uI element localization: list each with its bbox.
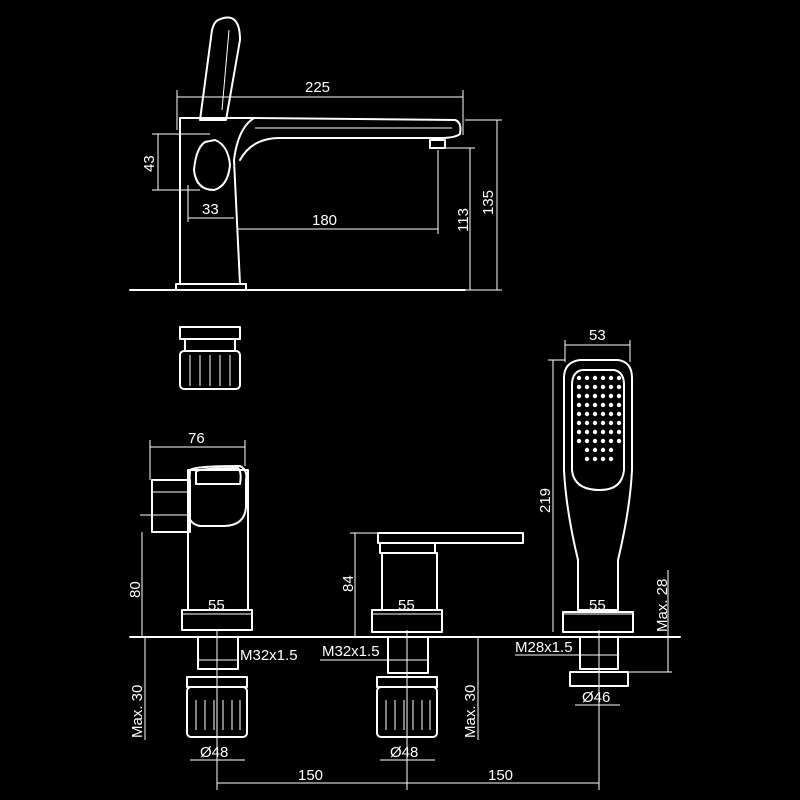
thread-mixer: M32x1.5 — [240, 647, 298, 664]
nozzle-dot — [576, 402, 582, 408]
nozzle-dot — [600, 375, 606, 381]
dim-nut-middle: Ø48 — [390, 744, 418, 761]
spout-front — [371, 532, 524, 738]
dim-height-spout: 113 — [455, 208, 472, 232]
thread-mixer-body — [197, 636, 239, 670]
nozzle-dot — [616, 411, 622, 417]
nozzle-dot — [576, 411, 582, 417]
dim-spout-height: 84 — [340, 575, 357, 592]
nozzle-dot — [616, 393, 622, 399]
nozzle-dot — [592, 429, 598, 435]
dim-height-total: 135 — [480, 190, 497, 215]
dim-base-mixer: 55 — [208, 597, 225, 614]
nozzle-dot — [600, 384, 606, 390]
dim-shower-length: 219 — [537, 488, 554, 513]
nozzle-dot — [584, 456, 590, 462]
nozzle-dot — [592, 402, 598, 408]
mixer-front — [140, 465, 253, 738]
nozzle-dot — [600, 393, 606, 399]
hand-shower-side — [199, 16, 241, 121]
side-view: 225 135 113 180 33 43 — [129, 16, 502, 390]
connector-side — [179, 326, 241, 340]
aerator-side — [429, 139, 446, 149]
nozzle-dot — [608, 375, 614, 381]
nozzle-dot — [592, 384, 598, 390]
dim-nut-right: Ø46 — [582, 689, 610, 706]
nozzle-dot — [592, 411, 598, 417]
nozzle-dot — [576, 393, 582, 399]
nozzle-dot — [608, 438, 614, 444]
nozzle-dot — [616, 384, 622, 390]
nozzle-dot — [576, 375, 582, 381]
shower-holder-front — [151, 479, 191, 533]
handle-knob-side — [193, 139, 231, 191]
nozzle-dot — [600, 402, 606, 408]
dim-spacing-right: 150 — [488, 767, 513, 784]
nozzle-dot — [584, 402, 590, 408]
nozzle-dot — [600, 438, 606, 444]
handle-front — [187, 465, 248, 527]
dim-max-middle: Max. 30 — [462, 685, 479, 738]
spout-side — [239, 117, 462, 161]
nut-side — [179, 350, 241, 390]
nozzle-dot — [584, 384, 590, 390]
thread-shower: M28x1.5 — [515, 639, 573, 656]
nozzle-dot — [608, 456, 614, 462]
front-views: 76 80 84 53 219 55 55 55 M32x1.5 M32x1.5… — [127, 327, 681, 790]
nozzle-dot — [600, 429, 606, 435]
dim-max-left: Max. 30 — [129, 685, 146, 738]
nozzle-dot — [576, 438, 582, 444]
dim-handle-offset: 33 — [202, 201, 219, 218]
nozzle-dot — [600, 456, 606, 462]
dim-mixer-height: 80 — [127, 581, 144, 598]
nozzle-dot — [576, 429, 582, 435]
nozzle-dot — [616, 420, 622, 426]
shower-face — [571, 369, 625, 491]
nozzle-dot — [608, 420, 614, 426]
nozzle-dot — [616, 375, 622, 381]
nozzle-dot — [576, 384, 582, 390]
nozzle-dot — [608, 402, 614, 408]
nozzle-dot — [584, 375, 590, 381]
dim-spout-reach: 180 — [312, 212, 337, 229]
thread-spout: M32x1.5 — [322, 643, 380, 660]
nozzle-dot — [608, 384, 614, 390]
dim-spacing-left: 150 — [298, 767, 323, 784]
dim-overall-length: 225 — [305, 79, 330, 96]
nozzle-dot — [608, 447, 614, 453]
nozzle-dot — [600, 420, 606, 426]
mixer-base-side — [175, 283, 247, 291]
nozzle-dot — [608, 393, 614, 399]
dim-mixer-width: 76 — [188, 430, 205, 447]
dim-handle-height: 43 — [141, 155, 158, 172]
dim-base-spout: 55 — [398, 597, 415, 614]
shower-nozzles — [576, 375, 622, 462]
nozzle-dot — [600, 447, 606, 453]
nozzle-dot — [616, 429, 622, 435]
nozzle-dot — [616, 402, 622, 408]
nozzle-dot — [584, 420, 590, 426]
dim-base-shower: 55 — [589, 597, 606, 614]
nozzle-dot — [584, 411, 590, 417]
dim-max-right: Max. 28 — [654, 579, 671, 632]
nozzle-dot — [592, 375, 598, 381]
nozzle-dot — [592, 393, 598, 399]
nozzle-dot — [584, 438, 590, 444]
dim-shower-width: 53 — [589, 327, 606, 344]
nozzle-dot — [592, 456, 598, 462]
nozzle-dot — [592, 438, 598, 444]
nozzle-dot — [584, 447, 590, 453]
nozzle-dot — [584, 429, 590, 435]
nozzle-dot — [608, 429, 614, 435]
nozzle-dot — [584, 393, 590, 399]
nozzle-dot — [616, 438, 622, 444]
nozzle-dot — [592, 420, 598, 426]
nozzle-dot — [576, 420, 582, 426]
nozzle-dot — [600, 411, 606, 417]
nozzle-dot — [592, 447, 598, 453]
nozzle-dot — [608, 411, 614, 417]
dim-nut-left: Ø48 — [200, 744, 228, 761]
